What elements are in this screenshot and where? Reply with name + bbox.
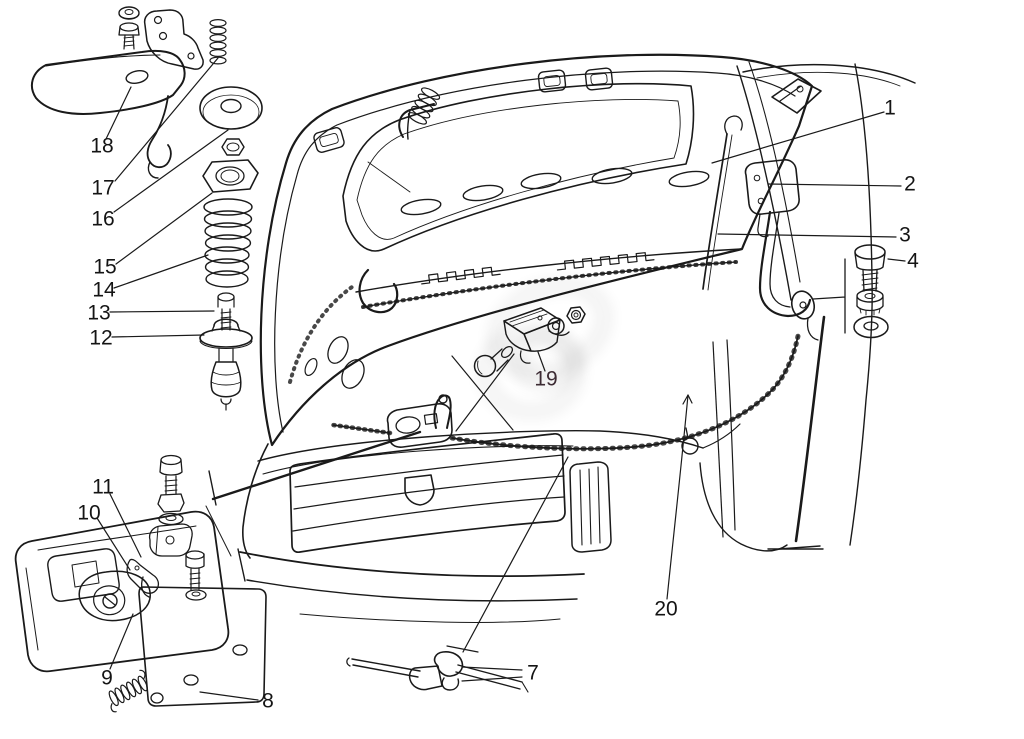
- callout-7: 7: [527, 661, 539, 685]
- callout-17: 17: [91, 176, 115, 200]
- callout-11: 11: [92, 475, 114, 499]
- part-19-switch: [473, 306, 586, 378]
- right-body: [449, 61, 916, 552]
- bolt-stack: [812, 244, 889, 339]
- left-parts-column: [30, 6, 263, 411]
- callout-19: 19: [534, 367, 558, 391]
- leader-lines: [96, 57, 906, 701]
- callout-18: 18: [90, 134, 114, 158]
- callout-20: 20: [654, 597, 678, 621]
- callout-10: 10: [77, 501, 101, 525]
- callout-8: 8: [262, 689, 274, 713]
- callout-4: 4: [907, 249, 919, 273]
- callout-12: 12: [89, 326, 113, 350]
- callout-14: 14: [92, 278, 116, 302]
- callout-2: 2: [904, 172, 916, 196]
- callout-9: 9: [101, 666, 113, 690]
- callout-16: 16: [91, 207, 115, 231]
- callout-13: 13: [87, 301, 111, 325]
- callout-1: 1: [884, 96, 896, 120]
- callout-15: 15: [93, 255, 117, 279]
- callout-3: 3: [899, 223, 911, 247]
- front-body: [205, 268, 741, 623]
- latch-assembly: [14, 454, 267, 713]
